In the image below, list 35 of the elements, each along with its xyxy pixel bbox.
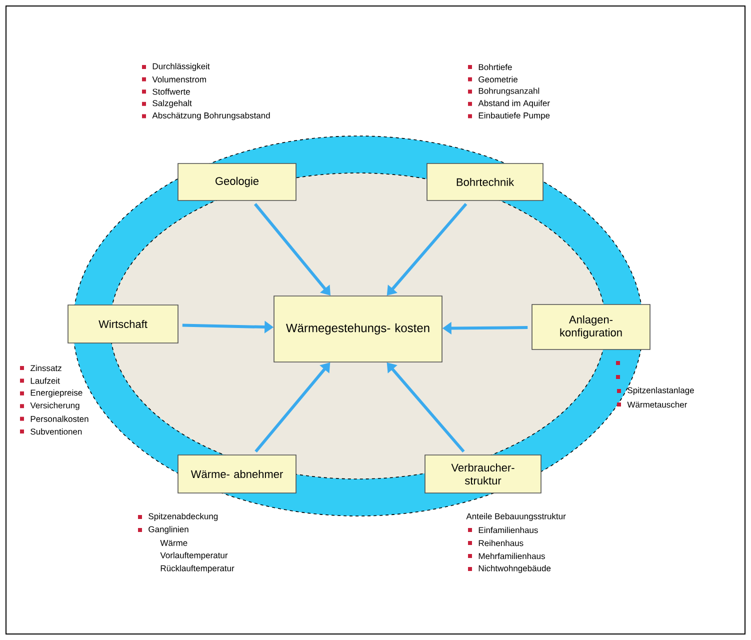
list-item: Anteile Bebauungsstruktur <box>466 513 566 521</box>
list-item: Subventionen <box>30 428 82 435</box>
list-item: Mehrfamilienhaus <box>478 552 545 560</box>
list-item: Wärme <box>160 540 188 546</box>
list-item: Energiepreise <box>30 389 82 398</box>
center-box: Wärmegestehungs- kosten <box>274 296 442 362</box>
list-item: Reihenhaus <box>478 540 524 546</box>
list-item: Wärmetauscher <box>627 401 688 408</box>
list-item: Salzgehalt <box>152 100 192 108</box>
list-item: Zinssatz <box>30 364 62 372</box>
list-item: Nichtwohngebäude <box>478 565 551 573</box>
list-item: Vorlauftemperatur <box>160 552 228 560</box>
list-item: Stoffwerte <box>152 88 190 95</box>
factor-box: Geologie <box>178 163 296 201</box>
list-item: Bohrungsanzahl <box>478 88 540 96</box>
list-item: Abschätzung Bohrungsabstand <box>152 112 270 120</box>
factor-box: Anlagen- konfiguration <box>532 304 650 350</box>
list-item: Personalkosten <box>30 416 88 422</box>
list-item: Versicherung <box>30 402 80 410</box>
list-item: Volumenstrom <box>152 76 206 82</box>
list-item: Spitzenlastanlage <box>628 387 694 395</box>
list-item: Durchlässigkeit <box>152 63 210 71</box>
list-item: Laufzeit <box>30 378 60 384</box>
list-item: Rücklauftemperatur <box>160 565 234 573</box>
list-item: Geometrie <box>478 76 518 82</box>
list-item: Ganglinien <box>148 526 188 534</box>
factor-box: Wärme- abnehmer <box>178 454 296 494</box>
factor-box: Verbraucher- struktur <box>424 454 542 494</box>
factor-box: Bohrtechnik <box>426 163 544 201</box>
list-item: Einbautiefe Pumpe <box>478 112 550 120</box>
list-item: Spitzenabdeckung <box>148 513 218 521</box>
list-item: Abstand im Aquifer <box>478 100 550 108</box>
factor-box: Wirtschaft <box>68 304 178 344</box>
list-item: Bohrtiefe <box>478 64 512 70</box>
list-item: Einfamilienhaus <box>478 526 538 534</box>
